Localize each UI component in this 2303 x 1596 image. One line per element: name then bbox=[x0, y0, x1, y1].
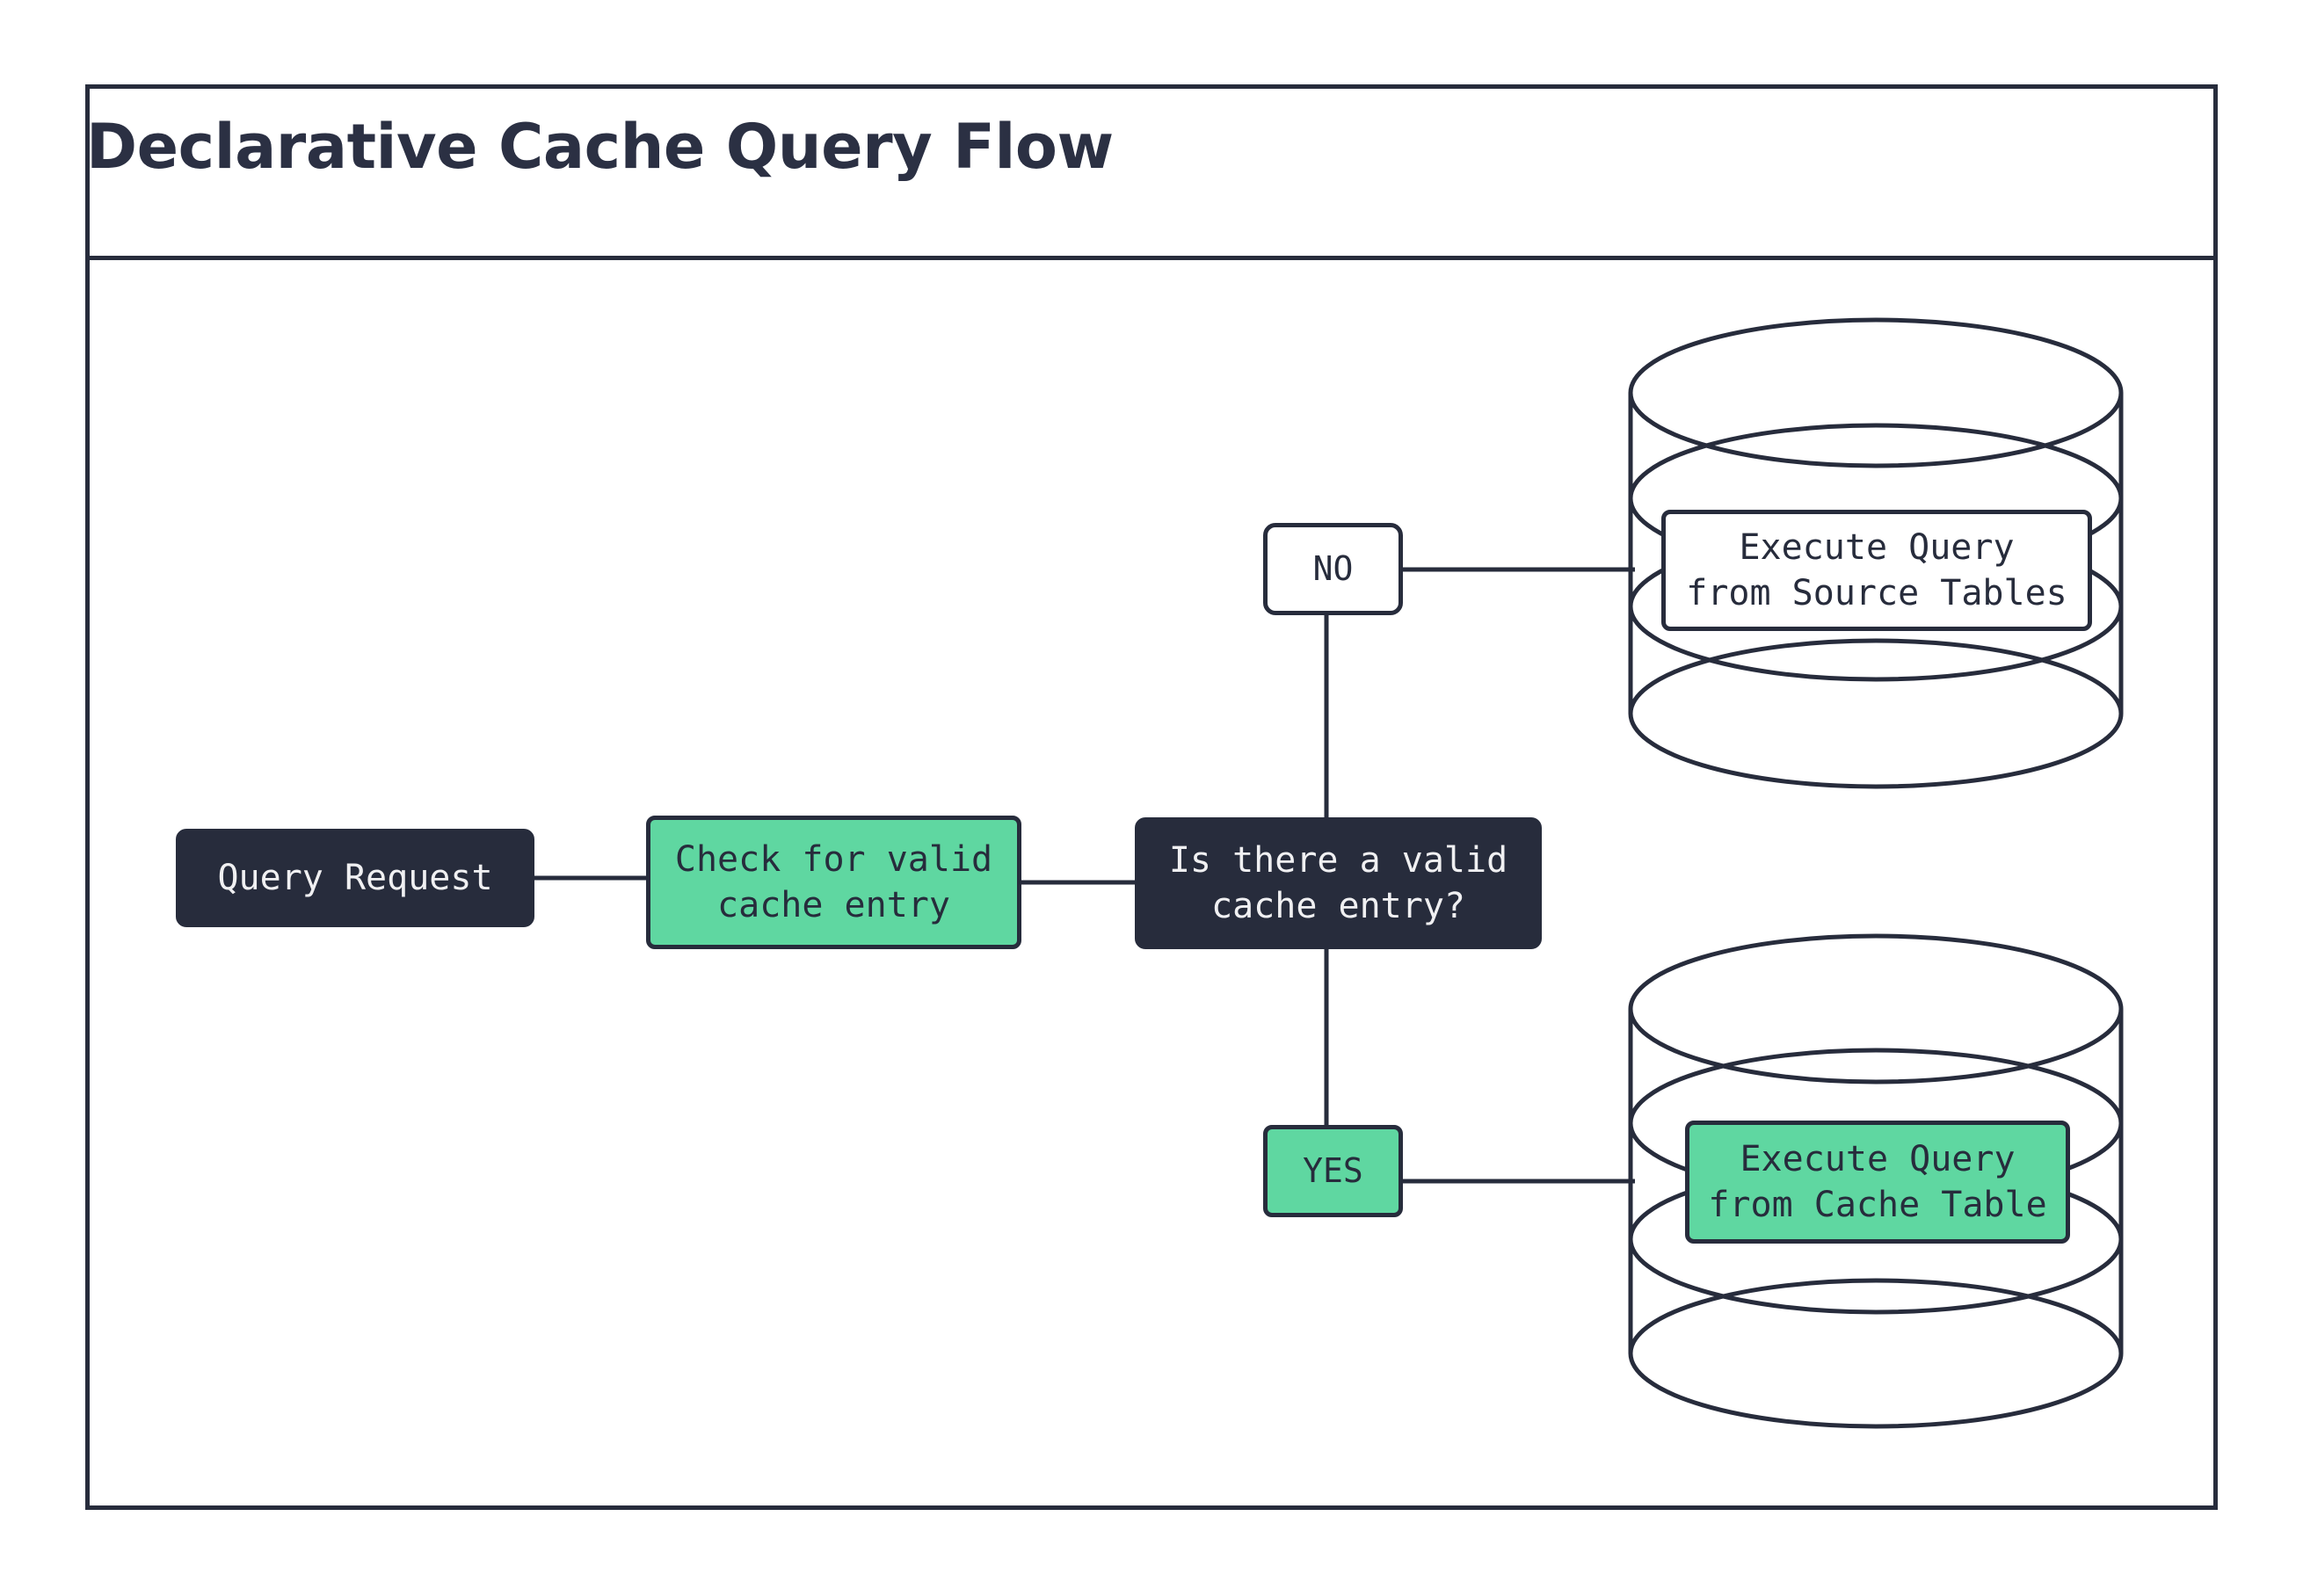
node-decision-valid-cache-entry[interactable]: Is there a valid cache entry? bbox=[1135, 817, 1542, 949]
edge-label-no[interactable]: NO bbox=[1263, 523, 1403, 615]
node-check-for-valid-cache-entry[interactable]: Check for valid cache entry bbox=[646, 816, 1021, 949]
node-query-request[interactable]: Query Request bbox=[176, 829, 534, 927]
node-execute-query-from-cache-table[interactable]: Execute Query from Cache Table bbox=[1685, 1121, 2070, 1244]
edge-label-yes[interactable]: YES bbox=[1263, 1125, 1403, 1217]
page-title: Declarative Cache Query Flow bbox=[86, 111, 1114, 183]
node-execute-query-from-source-tables[interactable]: Execute Query from Source Tables bbox=[1661, 510, 2092, 631]
diagram-frame bbox=[85, 84, 2218, 1510]
diagram-title-bar bbox=[85, 84, 2218, 260]
